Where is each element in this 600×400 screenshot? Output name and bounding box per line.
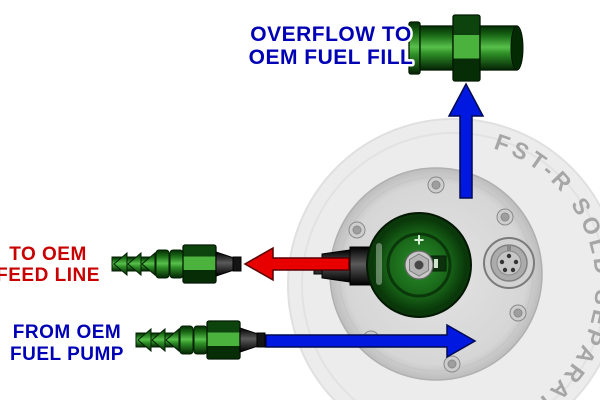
- pump-label-line1: FROM OEM: [13, 322, 122, 343]
- pump-line-fitting: [135, 320, 266, 360]
- lid-screw: [348, 221, 366, 239]
- pump-arrow: [265, 323, 477, 359]
- regulator-plus-mark: +: [414, 230, 425, 250]
- lid-screw: [427, 176, 445, 194]
- lid-screw: [509, 304, 527, 322]
- regulator-hub: [404, 250, 434, 280]
- overflow-fitting: [408, 14, 524, 82]
- regulator-side-marking: [376, 243, 382, 285]
- overflow-label-line2: OEM FUEL FILL: [249, 46, 414, 69]
- lid-screw: [443, 355, 461, 373]
- overflow-label-line1: OVERFLOW TO: [250, 23, 411, 46]
- lid-screw: [496, 208, 514, 226]
- electrical-connector: [483, 237, 535, 289]
- feed-label-line1: TO OEM: [9, 244, 87, 265]
- feed-label-line2: FEED LINE: [0, 265, 100, 286]
- overflow-arrow: [447, 82, 485, 199]
- pressure-regulator: +: [366, 212, 472, 318]
- tank-body-ghost-ring: [301, 132, 600, 400]
- pump-label-line2: FUEL PUMP: [10, 344, 124, 365]
- feed-line-fitting: [111, 244, 242, 284]
- feed-arrow: [243, 246, 350, 282]
